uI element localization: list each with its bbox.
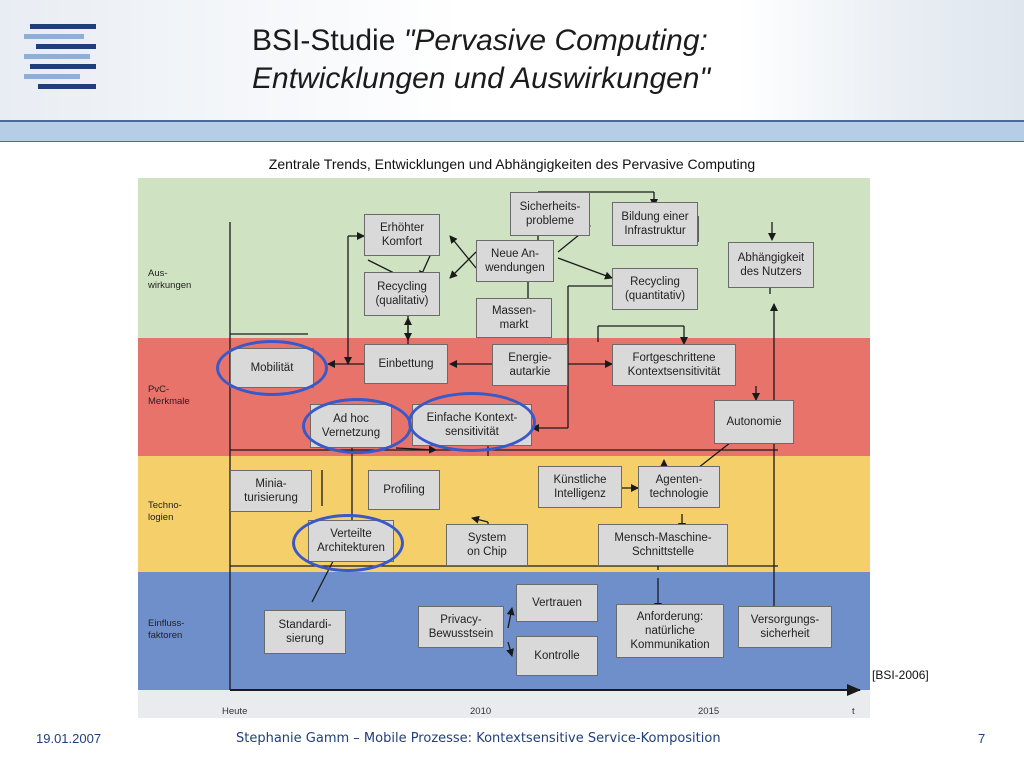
title-italic-line2: Entwicklungen und Auswirkungen" <box>252 62 711 95</box>
axis-label-heute: Heute <box>222 706 248 717</box>
box-versorgungssicherheit: Versorgungs- sicherheit <box>738 606 832 648</box>
source-reference: [BSI-2006] <box>872 668 929 682</box>
header-rule <box>0 120 1024 142</box>
box-system-on-chip: System on Chip <box>446 524 528 566</box>
page-number: 7 <box>978 731 986 746</box>
axis-label-2010: 2010 <box>470 706 492 717</box>
box-kuenstliche-intelligenz: Künstliche Intelligenz <box>538 466 622 508</box>
band-label-merkmale: PvC- Merkmale <box>148 384 190 407</box>
highlight-ring-ad-hoc <box>302 398 412 454</box>
footer-date: 19.01.2007 <box>36 731 102 746</box>
highlight-ring-einfache-kontext <box>408 392 536 452</box>
box-fortgeschrittene: Fortgeschrittene Kontextsensitivität <box>612 344 736 386</box>
box-neue-anwendungen: Neue An- wendungen <box>476 240 554 282</box>
box-profiling: Profiling <box>368 470 440 510</box>
axis-label-t: t <box>852 706 855 717</box>
box-standardisierung: Standardi- sierung <box>264 610 346 654</box>
bsi-logo <box>24 22 100 96</box>
box-abhaengigkeit: Abhängigkeit des Nutzers <box>728 242 814 288</box>
box-massenmarkt: Massen- markt <box>476 298 552 338</box>
band-label-einflussfaktoren: Einfluss- faktoren <box>148 618 185 641</box>
slide-title: BSI-Studie "Pervasive Computing: Entwick… <box>252 22 710 98</box>
box-recycling-quantitativ: Recycling (quantitativ) <box>612 268 698 310</box>
band-label-technologien: Techno- logien <box>148 500 182 523</box>
box-energieautarkie: Energie- autarkie <box>492 344 568 386</box>
box-einbettung: Einbettung <box>364 344 448 384</box>
box-autonomie: Autonomie <box>714 400 794 444</box>
box-sicherheitsprobleme: Sicherheits- probleme <box>510 192 590 236</box>
trend-diagram: Aus- wirkungen PvC- Merkmale Techno- log… <box>138 178 870 718</box>
footer-author: Stephanie Gamm – Mobile Prozesse: Kontex… <box>236 731 721 746</box>
highlight-ring-mobilitaet <box>216 340 328 396</box>
title-plain: BSI-Studie <box>252 24 404 57</box>
axis-label-2015: 2015 <box>698 706 720 717</box>
diagram-caption: Zentrale Trends, Entwicklungen und Abhän… <box>268 156 756 172</box>
box-recycling-qualitativ: Recycling (qualitativ) <box>364 272 440 316</box>
box-privacy: Privacy- Bewusstsein <box>418 606 504 648</box>
band-label-auswirkungen: Aus- wirkungen <box>148 268 192 291</box>
title-italic-line1: "Pervasive Computing: <box>403 24 708 57</box>
box-miniaturisierung: Minia- turisierung <box>230 470 312 512</box>
box-agententechnologie: Agenten- technologie <box>638 466 720 508</box>
slide-header: BSI-Studie "Pervasive Computing: Entwick… <box>0 0 1024 120</box>
box-vertrauen: Vertrauen <box>516 584 598 622</box>
box-anforderung: Anforderung: natürliche Kommunikation <box>616 604 724 658</box>
axis-strip <box>138 690 870 718</box>
box-kontrolle: Kontrolle <box>516 636 598 676</box>
box-mensch-maschine: Mensch-Maschine- Schnittstelle <box>598 524 728 566</box>
highlight-ring-verteilte <box>292 514 404 572</box>
box-bildung-infrastruktur: Bildung einer Infrastruktur <box>612 202 698 246</box>
box-erhoehter-komfort: Erhöhter Komfort <box>364 214 440 256</box>
